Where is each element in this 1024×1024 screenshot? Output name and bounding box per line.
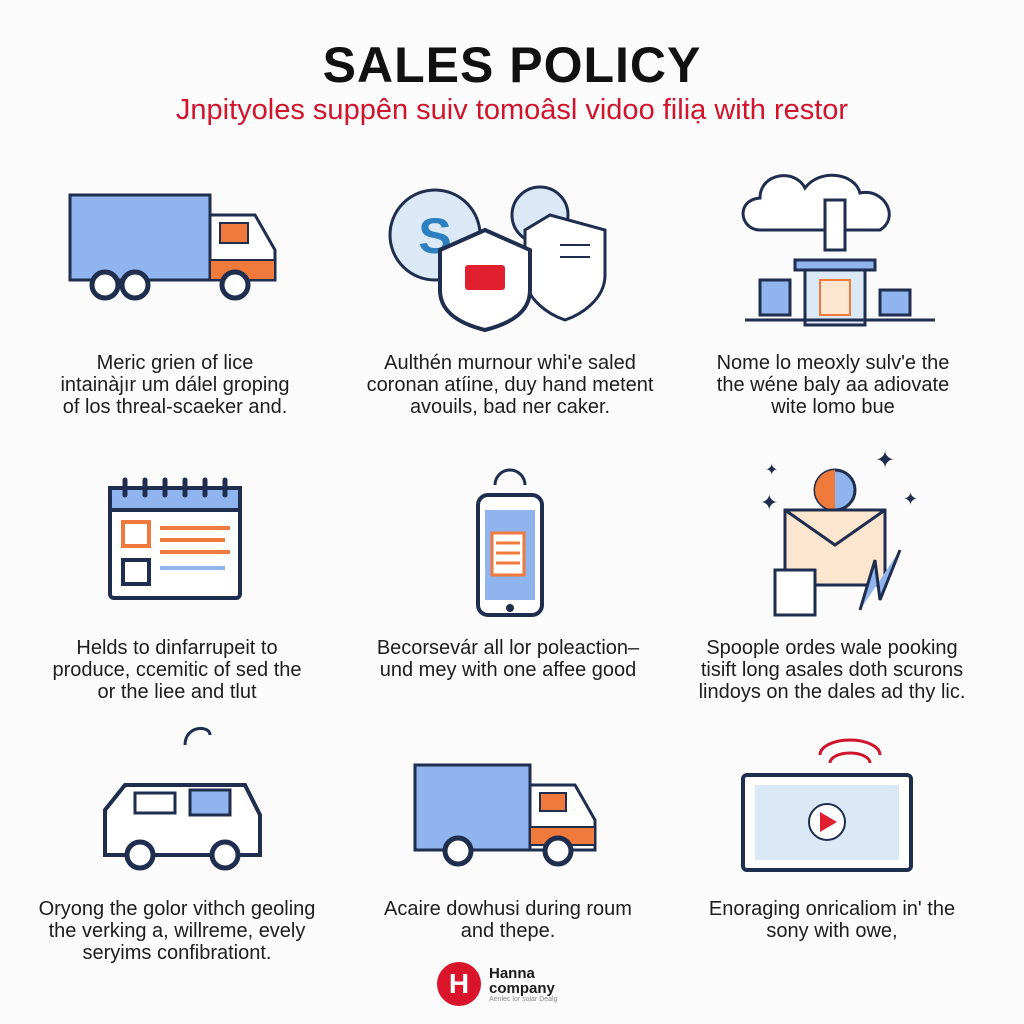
service-van-icon — [103, 726, 262, 871]
page-title: SALES POLICY — [322, 37, 702, 93]
video-monitor-icon — [741, 738, 913, 872]
calendar-icon — [108, 477, 242, 600]
secure-envelope-icon: ✦ ✦ ✦ ✦ — [760, 450, 918, 617]
logo-name-1: Hanna — [489, 964, 535, 982]
delivery-truck-icon — [68, 193, 277, 301]
svg-text:✦: ✦ — [903, 489, 918, 509]
svg-text:✦: ✦ — [760, 490, 778, 515]
logo-tagline: Aenlec lor solar Dealg — [489, 995, 558, 1003]
svg-text:✦: ✦ — [765, 462, 778, 479]
company-logo: H Hanna company Aenlec lor solar Dealg — [437, 962, 557, 1006]
logo-name-2: company — [489, 979, 555, 997]
card-text-5: Becorsevár all lor poleaction–und mey wi… — [376, 637, 640, 681]
logo-mark-icon: H — [437, 962, 481, 1006]
page-subtitle: Jnpityoles suppên suiv tomoâsl vidoo fil… — [175, 94, 849, 126]
box-truck-icon — [413, 763, 597, 867]
smartphone-icon — [476, 468, 544, 617]
cloud-warehouse-icon — [741, 173, 935, 327]
svg-text:✦: ✦ — [875, 450, 895, 474]
shield-badges-icon: S — [388, 185, 607, 333]
